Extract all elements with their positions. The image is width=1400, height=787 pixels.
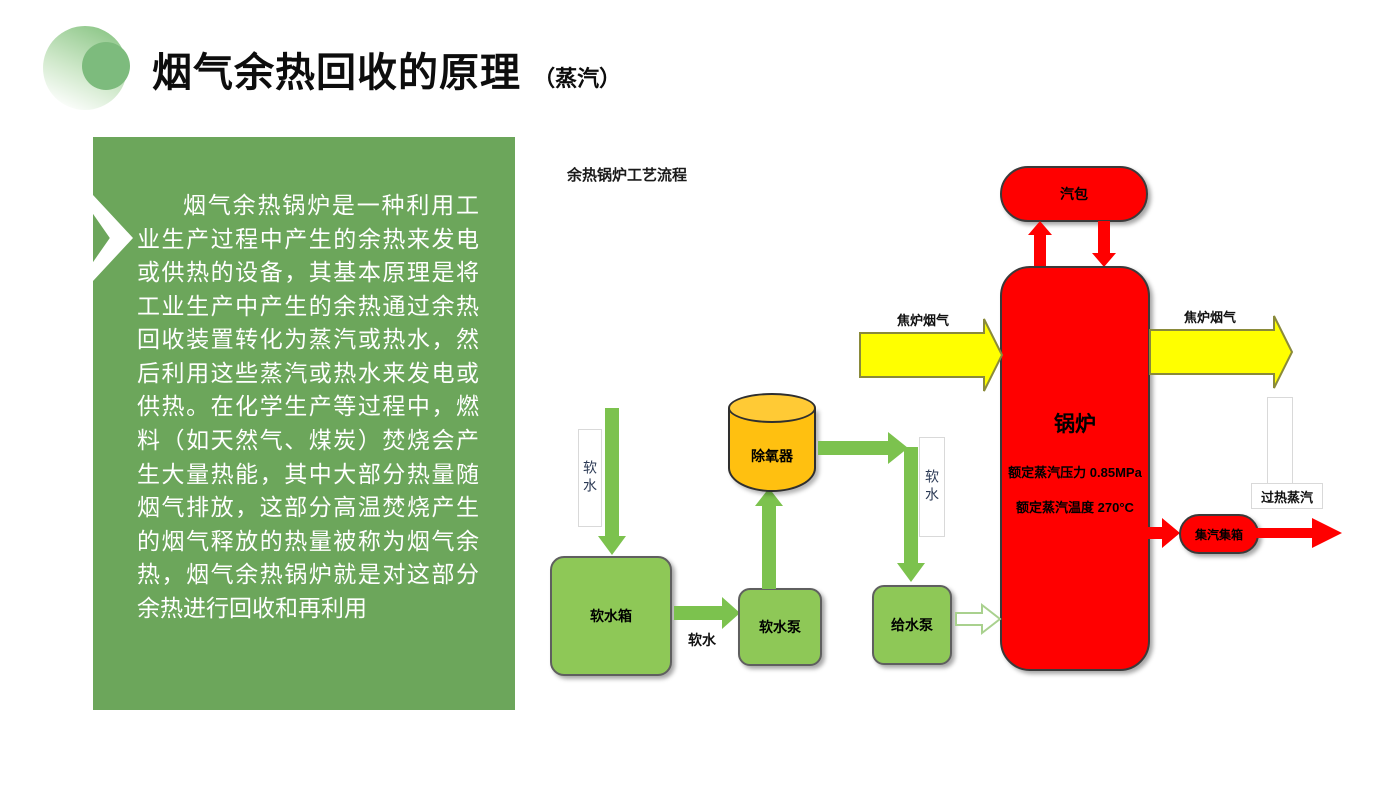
diagram-title: 余热锅炉工艺流程	[567, 167, 688, 184]
soft-water-mid-label: 软水	[688, 630, 716, 650]
soft-water-left-text: 软水	[582, 460, 598, 496]
panel-chevron-icon	[93, 195, 133, 281]
callout-stem	[1267, 397, 1293, 487]
soft-water-left-label: 软水	[578, 429, 602, 527]
intro-panel: 烟气余热锅炉是一种利用工业生产过程中产生的余热来发电或供热的设备，其基本原理是将…	[93, 137, 515, 710]
boiler-node: 锅炉 额定蒸汽压力 0.85MPa 额定蒸汽温度 270°C	[1000, 266, 1150, 671]
water-down-arrow-icon	[1092, 221, 1116, 267]
steam-out-arrow-icon	[1144, 518, 1180, 548]
page-title-suffix: （蒸汽）	[533, 66, 622, 91]
soft-water-mid-text: 软水	[688, 632, 716, 648]
flue-gas-in-label: 焦炉烟气	[897, 313, 950, 328]
page-title-text: 烟气余热回收的原理	[152, 51, 521, 95]
to-feed-pump-arrow-icon	[897, 447, 925, 582]
logo-dot-icon	[82, 42, 130, 90]
tank-to-pump-arrow-icon	[674, 597, 740, 629]
flue-gas-out-label: 焦炉烟气	[1184, 310, 1237, 325]
intro-paragraph: 烟气余热锅炉是一种利用工业生产过程中产生的余热来发电或供热的设备，其基本原理是将…	[137, 192, 479, 621]
pump-to-deaerator-arrow-icon	[755, 488, 783, 589]
boiler-spec-pressure: 额定蒸汽压力 0.85MPa	[1008, 465, 1142, 480]
page-title: 烟气余热回收的原理 （蒸汽）	[152, 40, 621, 98]
steam-drum-label: 汽包	[1060, 186, 1088, 202]
soft-water-tank-node: 软水箱	[550, 556, 672, 676]
soft-water-tank-label: 软水箱	[590, 608, 632, 624]
feed-water-pump-label: 给水泵	[891, 617, 933, 633]
boiler-label: 锅炉	[1054, 413, 1096, 436]
boiler-spec-temperature: 额定蒸汽温度 270°C	[1016, 500, 1134, 515]
feed-to-boiler-arrow-icon	[955, 602, 1002, 636]
steam-header-node: 集汽集箱	[1179, 514, 1259, 554]
soft-water-right-text: 软水	[924, 469, 940, 505]
soft-water-right-label: 软水	[919, 437, 945, 537]
deaerator-label: 除氧器	[751, 448, 793, 464]
superheated-steam-text: 过热蒸汽	[1260, 489, 1313, 505]
flue-gas-out-arrow-icon	[1149, 315, 1294, 389]
feed-water-pump-node: 给水泵	[872, 585, 952, 665]
flue-gas-in-arrow-icon	[859, 318, 1004, 392]
soft-water-pump-node: 软水泵	[738, 588, 822, 666]
soft-water-in-arrow-icon	[598, 408, 626, 555]
steam-drum-node: 汽包	[1000, 166, 1148, 222]
steam-header-label: 集汽集箱	[1194, 527, 1243, 542]
steam-export-arrow-icon	[1256, 518, 1342, 548]
superheated-steam-label: 过热蒸汽	[1251, 483, 1323, 509]
deaerator-top-icon	[728, 393, 816, 423]
steam-up-arrow-icon	[1028, 221, 1052, 267]
soft-water-pump-label: 软水泵	[759, 619, 801, 635]
deaerator-out-arrow-icon	[818, 432, 908, 464]
